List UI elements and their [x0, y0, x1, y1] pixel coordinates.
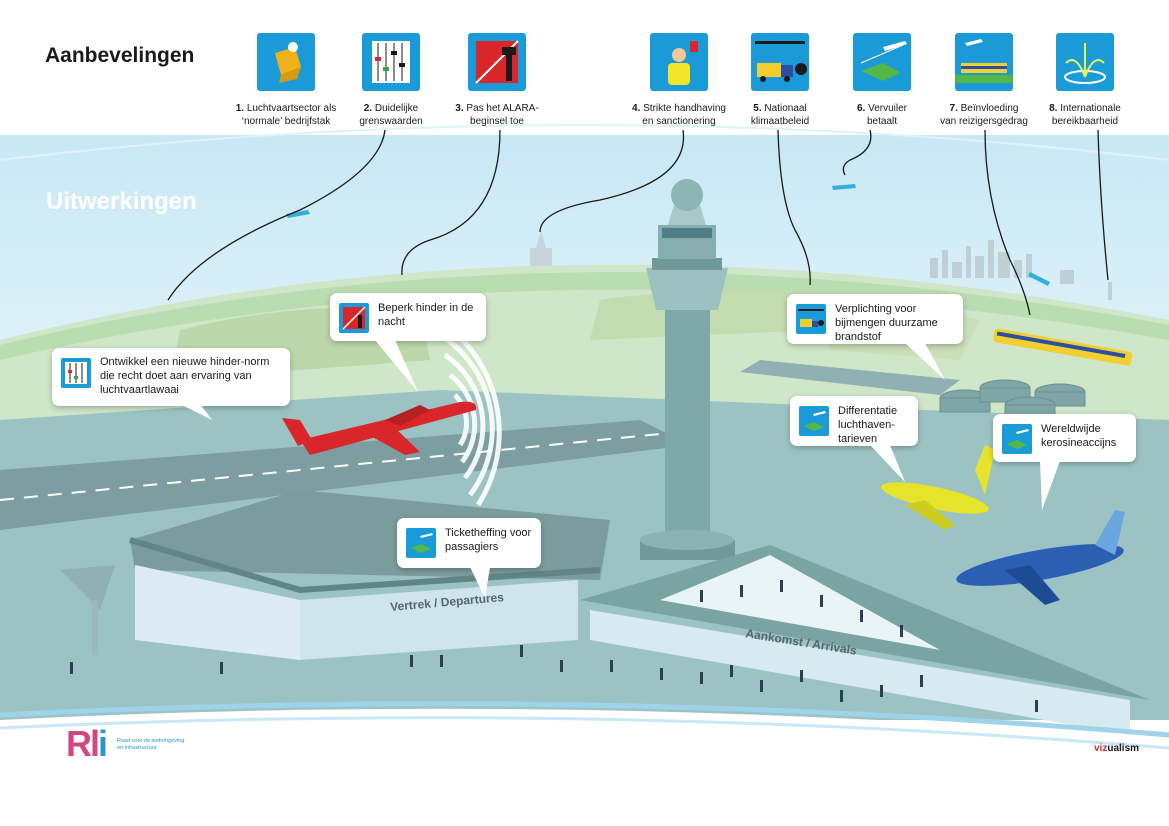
callout-nacht: Beperk hinder in de nacht: [330, 293, 486, 341]
church-skyline: [530, 230, 552, 268]
tail: [905, 343, 945, 380]
callout-differentiatie: Differentatie luchthaven-tarieven: [790, 396, 918, 446]
callout-hindernorm: Ontwikkel een nieuwe hinder-norm die rec…: [52, 348, 290, 406]
callout-text: Wereldwijde kerosineaccijns: [1041, 423, 1117, 449]
control-tower-graph-icon: [468, 33, 526, 91]
people: [70, 580, 1038, 712]
rli-tagline: Raad voor de leefomgeving en infrastruct…: [117, 738, 185, 751]
plane-money-icon: [799, 406, 829, 436]
callout-text: Beperk hinder in de nacht: [378, 302, 474, 328]
yellow-plane: [881, 445, 995, 530]
tail: [470, 567, 490, 598]
callout-ticket: Ticketheffing voor passagiers: [397, 518, 541, 568]
callout-kerosine: Wereldwijde kerosineaccijns: [993, 414, 1136, 462]
connector-lines: [167, 129, 1109, 316]
plane-money-icon: [406, 528, 436, 558]
airport-cube-icon: [257, 33, 315, 91]
section-subtitle: Uitwerkingen: [46, 188, 197, 215]
recommendation-3: 3. Pas het ALARA-beginsel toe: [455, 103, 539, 127]
callout-text: Verplichting voor bijmengen duurzame bra…: [835, 303, 938, 343]
arrivals-building: [580, 545, 1150, 735]
train: [993, 328, 1133, 366]
small-planes: [286, 184, 1050, 286]
credit-logo: vizualism: [1094, 743, 1140, 754]
tail: [870, 445, 905, 482]
sky-arc: [0, 124, 1169, 161]
plane-money-icon: [853, 33, 911, 91]
blue-plane: [956, 510, 1125, 605]
plane-money-icon: [1002, 424, 1032, 454]
referee-icon: [650, 33, 708, 91]
control-tower-graph-icon: [339, 303, 369, 333]
runway: [0, 420, 690, 530]
city-skyline: [930, 240, 1112, 300]
tail: [375, 340, 418, 392]
red-plane: [282, 401, 477, 455]
callout-text: Ticketheffing voor passagiers: [445, 527, 532, 553]
callout-text: Differentatie luchthaven-tarieven: [838, 405, 898, 445]
runway-stripe: [0, 433, 661, 501]
page-title: Aanbevelingen: [45, 44, 195, 67]
tail: [1040, 461, 1060, 510]
wave-band: [0, 708, 1169, 826]
runway-2: [740, 360, 960, 395]
wave-line: [0, 701, 1169, 738]
rli-logo: Rli: [66, 723, 108, 764]
train-plane-icon: [955, 33, 1013, 91]
callout-bijmengen: Verplichting voor bijmengen duurzame bra…: [787, 294, 963, 344]
billboard: [60, 565, 115, 655]
wave-line: [0, 716, 1169, 750]
fuel-truck-icon: [796, 304, 826, 334]
callout-text: Ontwikkel een nieuwe hinder-norm die rec…: [100, 356, 270, 396]
fuel-truck-icon: [751, 33, 809, 91]
fountain-icon: [1056, 33, 1114, 91]
recommendation-1: 1. Luchtvaartsector als‘normale’ bedrijf…: [235, 103, 337, 127]
tail: [180, 404, 212, 420]
sliders-icon: [61, 358, 91, 388]
sliders-icon: [362, 33, 420, 91]
control-tower: [640, 179, 735, 560]
